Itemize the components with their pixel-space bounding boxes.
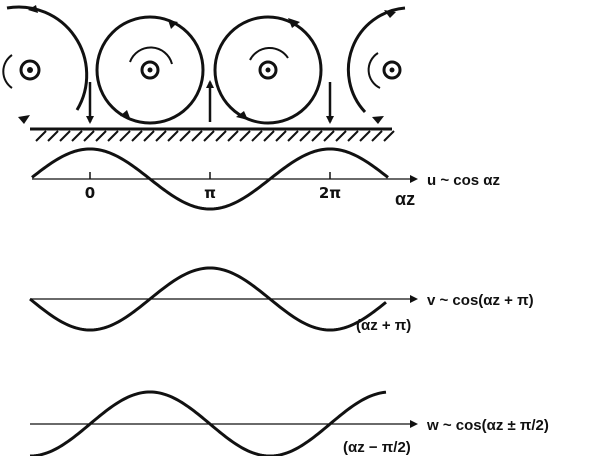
hatch-mark bbox=[84, 131, 94, 141]
hatch-mark bbox=[48, 131, 58, 141]
hatch-mark bbox=[144, 131, 154, 141]
hatch-mark bbox=[240, 131, 250, 141]
flow-arrow-icon bbox=[18, 115, 30, 124]
tick-label-2pi: 2π bbox=[319, 184, 341, 202]
vortex-right-partial bbox=[348, 8, 405, 124]
phase-label-w: (αz − π/2) bbox=[343, 439, 411, 456]
hatch-mark bbox=[360, 131, 370, 141]
hatch-mark bbox=[264, 131, 274, 141]
hatch-mark bbox=[216, 131, 226, 141]
hatch-mark bbox=[168, 131, 178, 141]
vortex-1 bbox=[97, 17, 203, 123]
hatch-mark bbox=[204, 131, 214, 141]
hatch-mark bbox=[120, 131, 130, 141]
hatch-mark bbox=[324, 131, 334, 141]
hatch-mark bbox=[96, 131, 106, 141]
vortex-row bbox=[3, 5, 405, 124]
hatch-mark bbox=[276, 131, 286, 141]
curve-label-w: w ~ cos(αz ± π/2) bbox=[426, 417, 549, 434]
hatch-mark bbox=[300, 131, 310, 141]
hatch-mark bbox=[156, 131, 166, 141]
wave-w-panel: w ~ cos(αz ± π/2) (αz − π/2) bbox=[30, 392, 549, 456]
wave-u-panel: 0 π 2π αz u ~ cos αz bbox=[32, 149, 500, 209]
hatch-mark bbox=[72, 131, 82, 141]
curve-label-u: u ~ cos αz bbox=[427, 172, 500, 189]
hatch-mark bbox=[192, 131, 202, 141]
hatch-mark bbox=[180, 131, 190, 141]
hatched-wall bbox=[30, 129, 394, 141]
hatch-mark bbox=[60, 131, 70, 141]
hatch-mark bbox=[108, 131, 118, 141]
wave-v-panel: v ~ cos(αz + π) (αz + π) bbox=[30, 268, 534, 334]
vortex-left-partial bbox=[3, 5, 86, 124]
hatch-mark bbox=[348, 131, 358, 141]
axis-label-alpha-z: αz bbox=[395, 189, 415, 209]
hatch-mark bbox=[288, 131, 298, 141]
phase-label-v: (αz + π) bbox=[356, 317, 411, 334]
tick-label-pi: π bbox=[204, 184, 216, 202]
hatch-mark bbox=[336, 131, 346, 141]
vortex-2 bbox=[215, 17, 321, 123]
tick-label-0: 0 bbox=[85, 184, 95, 202]
hatch-mark bbox=[372, 131, 382, 141]
hatch-mark bbox=[132, 131, 142, 141]
curve-label-v: v ~ cos(αz + π) bbox=[427, 292, 534, 309]
hatch-mark bbox=[36, 131, 46, 141]
hatch-mark bbox=[384, 131, 394, 141]
flow-arrow-icon bbox=[372, 116, 384, 124]
hatch-mark bbox=[252, 131, 262, 141]
hatch-mark bbox=[228, 131, 238, 141]
hatch-mark bbox=[312, 131, 322, 141]
